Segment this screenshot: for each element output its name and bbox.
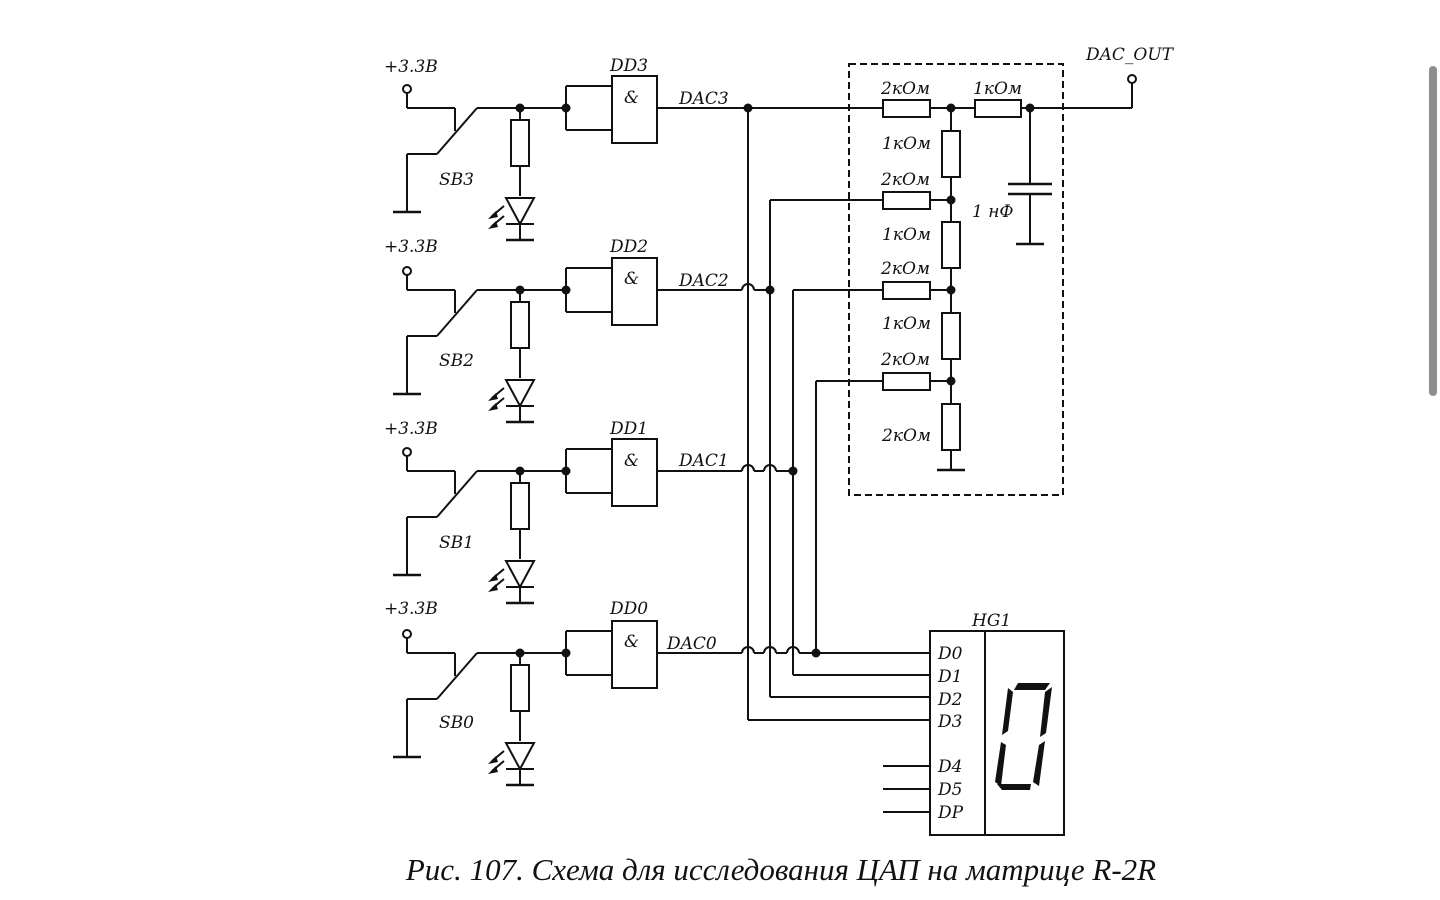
gate-label-0: DD0 [609,599,648,619]
pin-label-d0: D0 [937,644,963,664]
pin-label-dp: DP [937,803,964,823]
gate-symbol-1: & [624,451,639,471]
pin-label-d3: D3 [937,712,962,732]
gate-label-2: DD2 [609,237,648,257]
capacitor-label: 1 нФ [972,202,1014,222]
stage-0: +3.3В SB0 DD0 & DAC0 [384,599,930,787]
rung-h-label-2: 2кОм [880,350,930,370]
figure-caption: Рис. 107. Схема для исследования ЦАП на … [405,852,1157,887]
r2r-ladder: DAC_OUT 2кОм 1кОм 1 нФ 1кОм 1кОм 1кОм 2к… [848,45,1175,496]
switch-label-0: SB0 [439,713,474,733]
supply-label-3: +3.3В [384,57,438,77]
bottom-resistor-label: 2кОм [881,426,931,446]
pin-label-d1: D1 [937,667,962,687]
output-label: DAC_OUT [1085,45,1175,65]
pin-label-d2: D2 [937,690,962,710]
supply-label-2: +3.3В [384,237,438,257]
rung-h-label-1: 2кОм [880,259,930,279]
pin-label-d4: D4 [937,757,962,777]
stage-3: +3.3В SB3 DD3 & DAC3 [384,56,948,242]
ladder-boundary [848,63,1064,496]
rung-v-label-0: 1кОм [882,134,931,154]
switch-label-1: SB1 [439,533,474,553]
supply-label-0: +3.3В [384,599,438,619]
net-label-1: DAC1 [678,451,729,471]
supply-label-1: +3.3В [384,419,438,439]
rung-h-label-0: 2кОм [880,170,930,190]
scrollbar-thumb[interactable] [1429,66,1437,396]
switch-label-3: SB3 [439,170,474,190]
net-label-2: DAC2 [678,271,729,291]
series-top-label: 2кОм [880,79,930,99]
series-out-label: 1кОм [973,79,1022,99]
rung-v-label-1: 1кОм [882,225,931,245]
net-label-0: DAC0 [666,634,717,654]
gate-symbol-2: & [624,269,639,289]
seven-segment-display: HG1 D0 D1 D2 D3 D4 D5 DP 0 [883,611,1065,836]
gate-label-1: DD1 [609,419,648,439]
display-digit-zero: 0 [995,683,1052,790]
gate-symbol-0: & [624,632,639,652]
gate-label-3: DD3 [609,56,648,76]
display-ref-label: HG1 [971,611,1011,631]
gate-symbol-3: & [624,88,639,108]
switch-label-2: SB2 [439,351,474,371]
stage-1: +3.3В SB1 DD1 & DAC1 [384,419,798,605]
pin-label-d5: D5 [937,780,962,800]
stage-2: +3.3В SB2 DD2 & DAC2 [384,237,775,424]
rung-v-label-2: 1кОм [882,314,931,334]
net-label-3: DAC3 [678,89,729,109]
